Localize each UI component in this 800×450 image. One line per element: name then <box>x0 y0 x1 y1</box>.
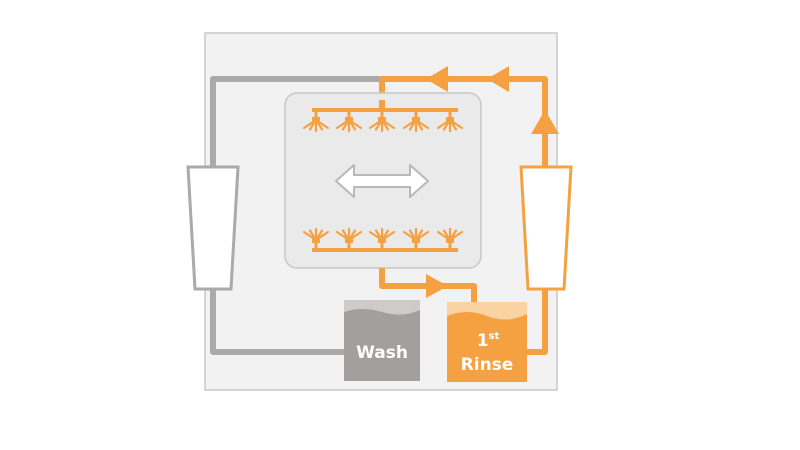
rinse-filter-icon <box>519 165 573 291</box>
spray-nozzle-icon <box>402 227 430 250</box>
conveyor-double-arrow-icon <box>335 164 429 198</box>
wash-filter-icon <box>186 165 240 291</box>
spray-nozzle-icon <box>436 227 464 250</box>
spray-nozzle-icon <box>335 227 363 250</box>
rinse-tank-label: Rinse <box>461 355 514 375</box>
flow-arrow-icon <box>426 66 448 92</box>
bottom-nozzle-row <box>302 227 464 250</box>
wash-tank: Wash <box>344 300 420 381</box>
flow-arrow-icon <box>531 110 559 134</box>
flow-arrow-icon <box>487 66 509 92</box>
spray-nozzle-icon <box>402 110 430 133</box>
wash-tank-label: Wash <box>356 343 408 363</box>
top-nozzle-row <box>302 110 464 133</box>
spray-nozzle-icon <box>335 110 363 133</box>
spray-nozzle-icon <box>368 227 396 250</box>
spray-nozzle-icon <box>302 227 330 250</box>
spray-nozzle-icon <box>368 110 396 133</box>
spray-nozzle-icon <box>436 110 464 133</box>
rinse-return-pipe <box>379 76 548 355</box>
rinse-tank-number: 1st <box>477 331 500 351</box>
spray-nozzle-icon <box>302 110 330 133</box>
flow-arrow-icon <box>426 274 448 298</box>
rinse-tank: 1st Rinse <box>447 302 527 382</box>
